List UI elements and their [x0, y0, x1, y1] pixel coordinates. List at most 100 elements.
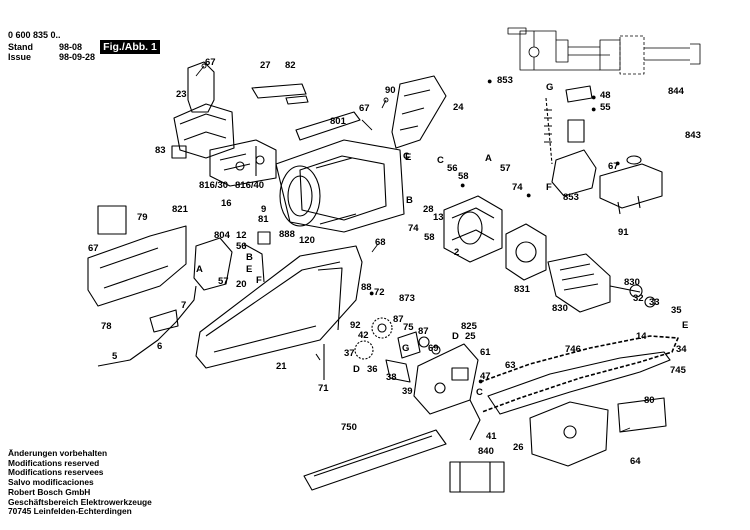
motor-housing [275, 139, 405, 233]
footer-line: 70745 Leinfelden-Echterdingen [8, 506, 132, 517]
saw-chain [479, 335, 679, 413]
callout-804: 804 [214, 230, 230, 241]
footer-line: Salvo modificaciones [8, 477, 94, 488]
callout-830: 830 [624, 277, 640, 288]
guard-plate-24 [391, 75, 447, 149]
plate-80 [617, 397, 667, 433]
issue-label: Issue [8, 52, 32, 62]
bottom-bracket [449, 399, 505, 493]
callout-831: 831 [514, 284, 530, 295]
callout-56: 56 [236, 241, 247, 252]
callout-7: 7 [181, 300, 187, 311]
callout-35: 35 [671, 305, 682, 316]
screws [195, 63, 631, 433]
rear-handle-housing [173, 61, 235, 159]
callout-853: 853 [563, 192, 579, 203]
bullet-mark: ● [487, 76, 493, 86]
armature [547, 253, 656, 313]
side-panel [87, 205, 187, 307]
guide-bar [487, 351, 671, 415]
callout-67: 67 [608, 161, 619, 172]
callout-92: 92 [350, 320, 361, 331]
callout-68: 68 [375, 237, 386, 248]
callout-64: 64 [630, 456, 641, 467]
callout-28: 28 [423, 204, 434, 215]
callout-821: 821 [172, 204, 188, 215]
bullet-mark: ● [369, 288, 375, 298]
main-housing [195, 245, 363, 369]
callout-74: 74 [408, 223, 419, 234]
callout-78: 78 [101, 321, 112, 332]
callout-888: 888 [279, 229, 295, 240]
callout-90: 90 [385, 85, 396, 96]
callout-873: 873 [399, 293, 415, 304]
letter-callout-b: B [406, 195, 413, 206]
callout-750: 750 [341, 422, 357, 433]
callout-88: 88 [361, 282, 372, 293]
issue-value: 98-09-28 [59, 52, 96, 62]
callout-25: 25 [465, 331, 476, 342]
callout-20: 20 [236, 279, 247, 290]
callout-87: 87 [393, 314, 404, 325]
callout-14: 14 [636, 331, 647, 342]
document-number: 0 600 835 0.. [8, 30, 61, 40]
cover-plate-27 [251, 83, 307, 99]
callout-82: 82 [285, 60, 296, 71]
callout-58: 58 [424, 232, 435, 243]
stand-value: 98-08 [59, 42, 83, 52]
callout-2: 2 [454, 247, 460, 258]
callout-87: 87 [418, 326, 429, 337]
callout-72: 72 [374, 287, 385, 298]
callout-79: 79 [137, 212, 148, 223]
callout-67: 67 [205, 57, 216, 68]
callout-745: 745 [670, 365, 686, 376]
power-cable [97, 285, 197, 367]
callout-48: 48 [600, 90, 611, 101]
callout-67: 67 [88, 243, 99, 254]
letter-callout-e: E [405, 152, 412, 163]
callout-27: 27 [260, 60, 271, 71]
callout-840: 840 [478, 446, 494, 457]
callout-843: 843 [685, 130, 701, 141]
bar-scabbard [303, 429, 447, 491]
letter-callout-b: B [246, 252, 253, 263]
cable-801 [295, 111, 361, 141]
callout-47: 47 [480, 371, 491, 382]
callout-56: 56 [447, 163, 458, 174]
switch-assembly [209, 139, 277, 187]
callout-825: 825 [461, 321, 477, 332]
chain-cover [529, 401, 609, 467]
letter-callout-f: F [256, 275, 262, 286]
callout-23: 23 [176, 89, 187, 100]
callout-853: 853 [497, 75, 513, 86]
callout-55: 55 [600, 102, 611, 113]
cover-plate-82 [285, 95, 309, 105]
callout-75: 75 [403, 322, 414, 333]
callout-844: 844 [668, 86, 684, 97]
callout-42: 42 [358, 330, 369, 341]
callout-36: 36 [367, 364, 378, 375]
figure-label: Fig./Abb. 1 [100, 40, 160, 54]
letter-callout-f: F [546, 182, 552, 193]
bearing-plate [505, 223, 547, 281]
callout-120: 120 [299, 235, 315, 246]
callout-24: 24 [453, 102, 464, 113]
letter-callout-c: C [476, 387, 483, 398]
callout-746: 746 [565, 344, 581, 355]
callout-816-30: 816/30 [199, 180, 229, 191]
callout-32: 32 [633, 293, 644, 304]
callout-57: 57 [500, 163, 511, 174]
footer-line: Modifications reserved [8, 457, 100, 468]
callout-74: 74 [512, 182, 523, 193]
letter-callout-d: D [452, 331, 459, 342]
letter-callout-a: A [485, 153, 492, 164]
letter-callout-c: C [437, 155, 444, 166]
field-coil [443, 195, 503, 263]
footer-line: Robert Bosch GmbH [8, 486, 91, 497]
wiring-schematic [507, 27, 701, 75]
sprocket-plate [413, 343, 479, 415]
bullet-mark: ● [460, 180, 466, 190]
callout-5: 5 [112, 351, 118, 362]
letter-callout-g: G [402, 343, 410, 354]
callout-91: 91 [618, 227, 629, 238]
